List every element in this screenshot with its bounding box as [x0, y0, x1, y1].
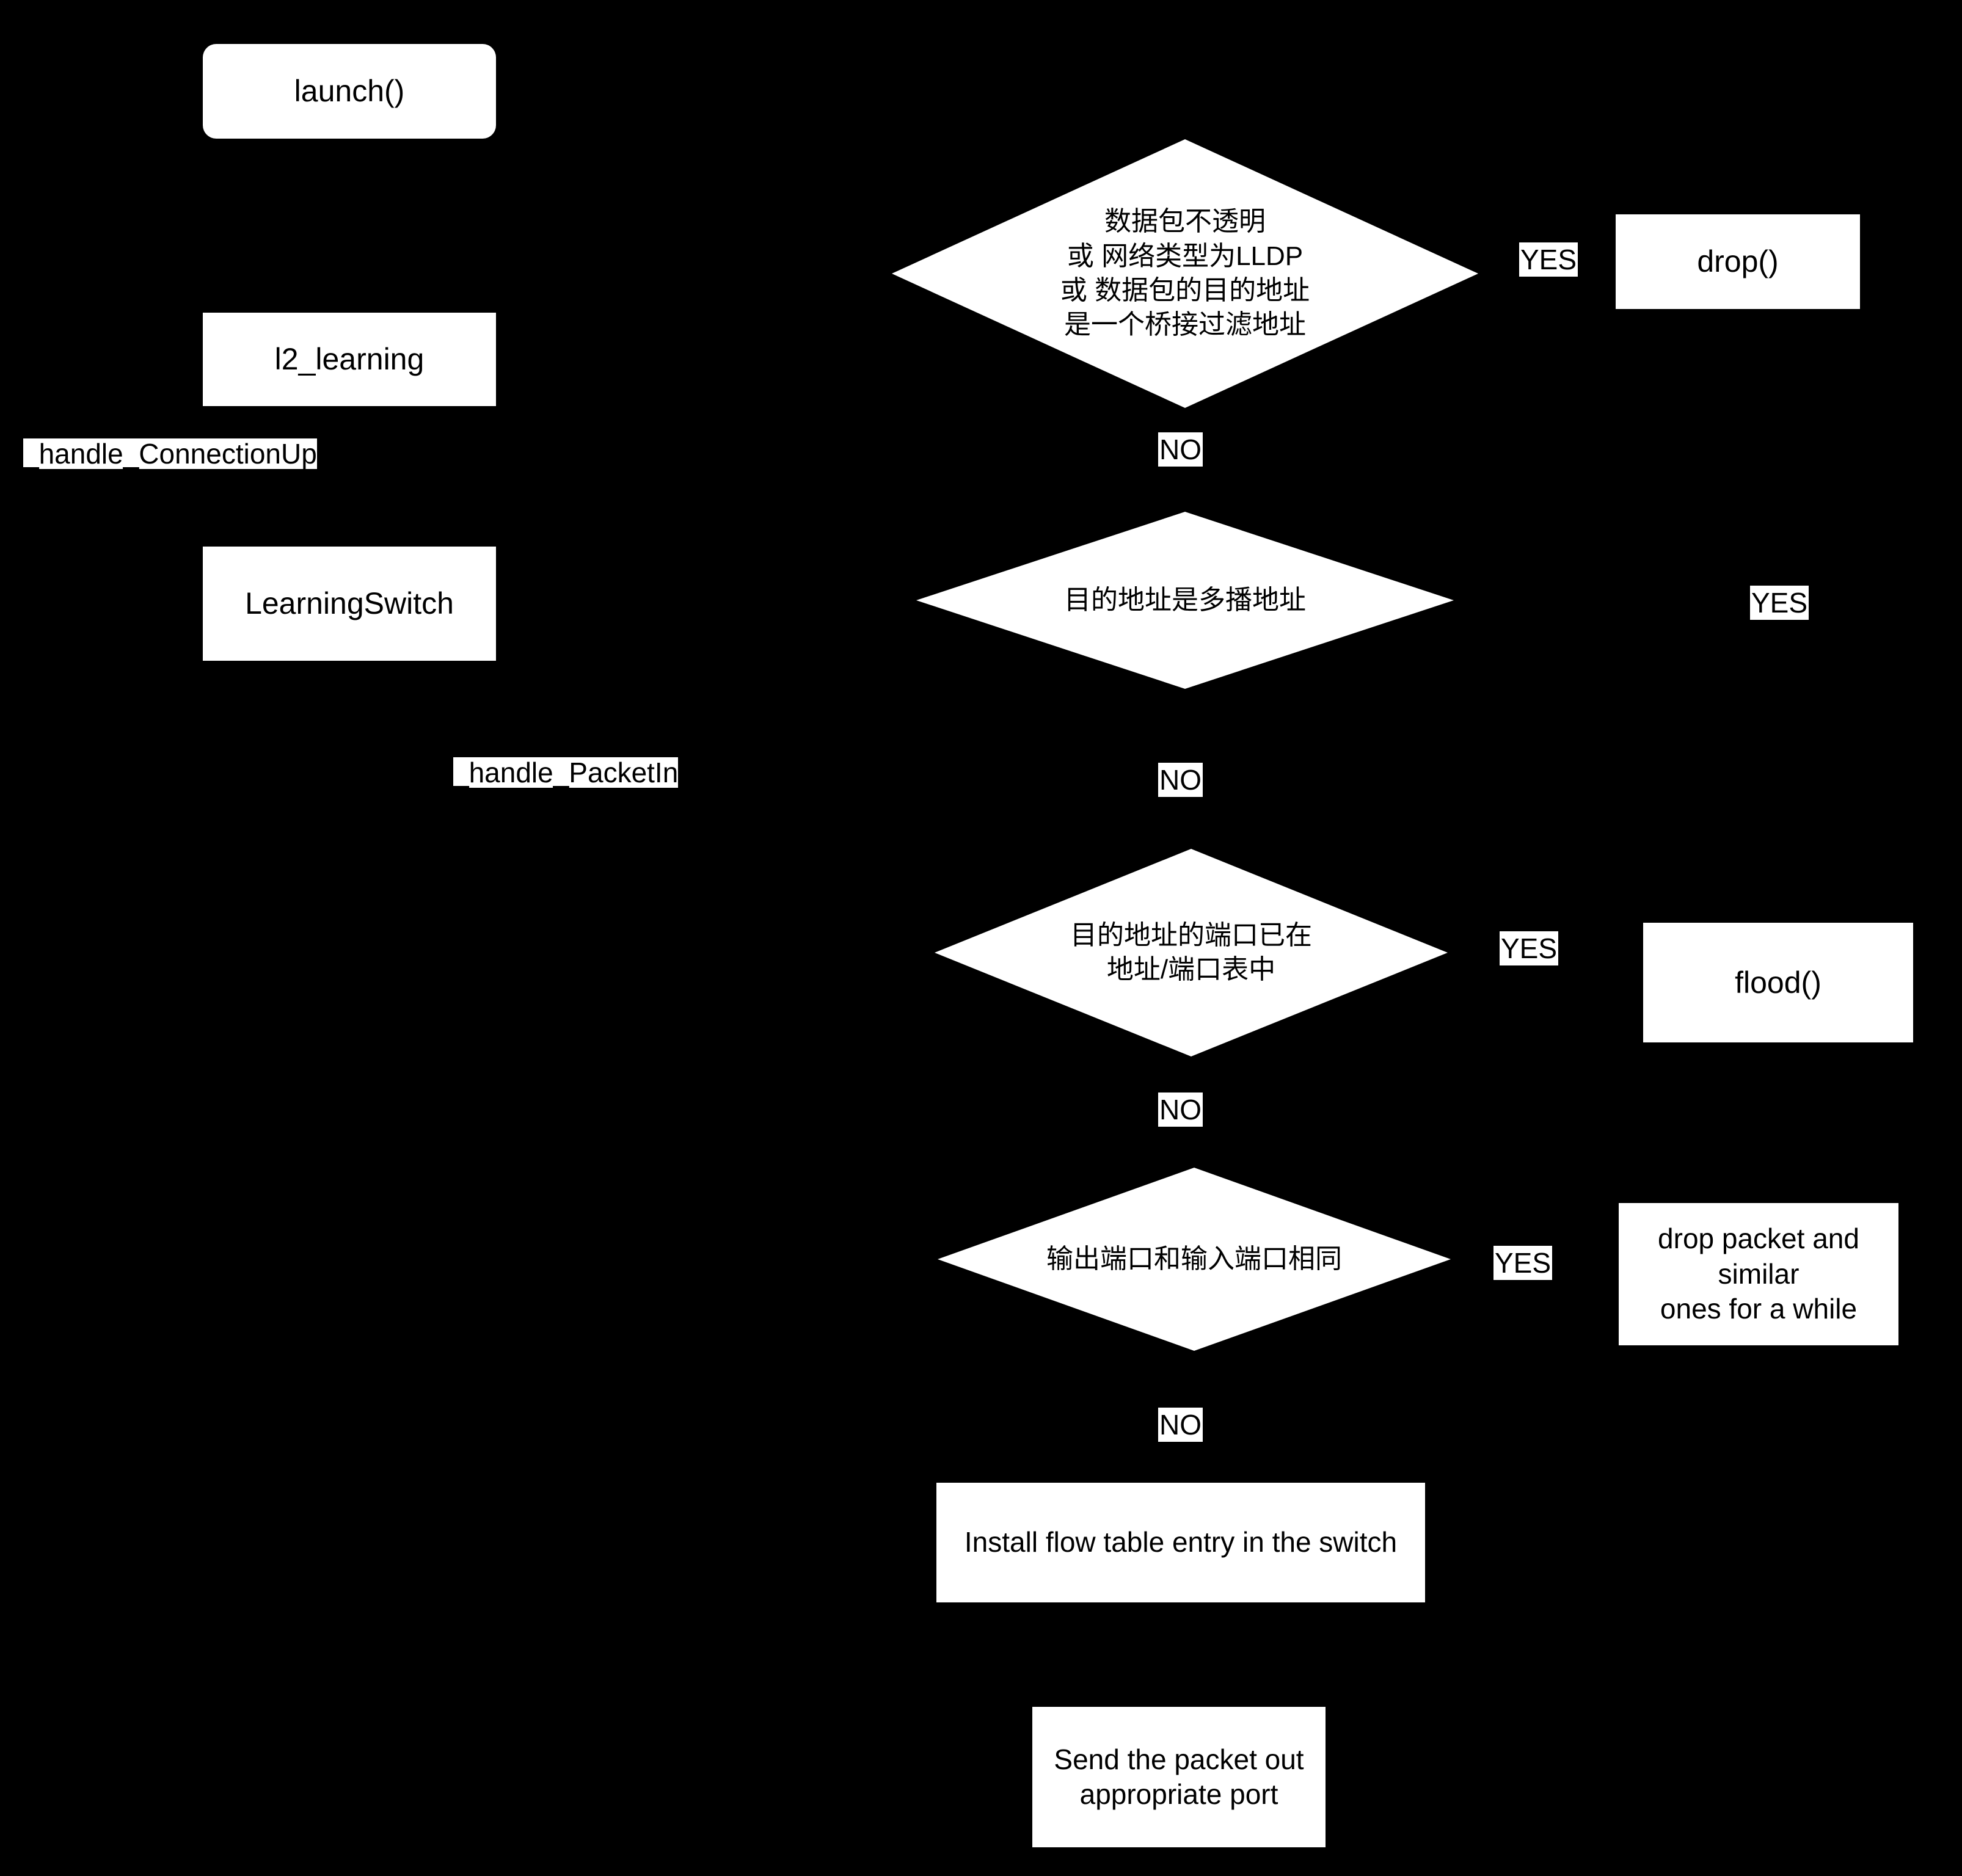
node-learning-switch[interactable]: LearningSwitch: [203, 547, 496, 661]
decision-opaque-or-lldp-or-bridge-filtered-label: 数据包不透明 或 网络类型为LLDP 或 数据包的目的地址 是一个桥接过滤地址: [1060, 206, 1310, 340]
node-flood[interactable]: flood(): [1643, 923, 1913, 1042]
node-send-packet[interactable]: Send the packet out appropriate port: [1032, 1707, 1326, 1847]
edge-label-yes-2-text: YES: [1751, 587, 1808, 619]
edge-label-no-4-text: NO: [1159, 1409, 1202, 1441]
edge-label-no-1-text: NO: [1159, 434, 1202, 465]
decision-dst-port-in-table[interactable]: 目的地址的端口已在 地址/端口表中: [935, 849, 1448, 1056]
node-l2-learning-label: l2_learning: [274, 342, 425, 377]
decision-out-port-equals-in-port[interactable]: 输出端口和输入端口相同: [938, 1168, 1451, 1351]
decision-dst-port-in-table-label: 目的地址的端口已在 地址/端口表中: [1070, 920, 1312, 984]
edge-label-yes-1-text: YES: [1520, 244, 1577, 275]
node-flood-label: flood(): [1735, 965, 1822, 1000]
label-handle-packet-in-text: _handle_PacketIn: [453, 757, 679, 788]
node-launch[interactable]: launch(): [203, 44, 496, 139]
node-l2-learning[interactable]: l2_learning: [203, 313, 496, 406]
edge-label-no-1: NO: [1158, 432, 1203, 467]
node-install-flow[interactable]: Install flow table entry in the switch: [936, 1483, 1425, 1602]
edge-label-yes-4-text: YES: [1495, 1247, 1552, 1279]
edge-label-yes-4: YES: [1493, 1246, 1553, 1280]
label-handle-connection-up-text: _handle_ConnectionUp: [23, 438, 317, 470]
edge-label-yes-3-text: YES: [1501, 933, 1558, 964]
edge-label-yes-3: YES: [1500, 931, 1559, 965]
edge-label-no-3: NO: [1158, 1093, 1203, 1127]
node-launch-label: launch(): [294, 74, 405, 109]
label-handle-packet-in: _handle_PacketIn: [453, 757, 679, 788]
edge-label-no-3-text: NO: [1159, 1094, 1202, 1125]
node-install-flow-label: Install flow table entry in the switch: [964, 1526, 1398, 1558]
edge-label-no-4: NO: [1158, 1408, 1203, 1442]
edge-label-yes-1: YES: [1519, 242, 1578, 277]
label-handle-connection-up: _handle_ConnectionUp: [23, 438, 317, 470]
node-send-packet-label: Send the packet out appropriate port: [1054, 1743, 1304, 1811]
node-drop-similar[interactable]: drop packet and similar ones for a while: [1619, 1203, 1898, 1345]
decision-opaque-or-lldp-or-bridge-filtered[interactable]: 数据包不透明 或 网络类型为LLDP 或 数据包的目的地址 是一个桥接过滤地址: [892, 139, 1478, 408]
decision-out-port-equals-in-port-label: 输出端口和输入端口相同: [1046, 1243, 1342, 1274]
node-drop-label: drop(): [1697, 244, 1779, 279]
node-drop[interactable]: drop(): [1616, 214, 1860, 309]
edge-label-no-2: NO: [1158, 763, 1203, 797]
node-learning-switch-label: LearningSwitch: [245, 586, 454, 621]
edge-label-no-2-text: NO: [1159, 764, 1202, 796]
decision-dst-is-multicast-label: 目的地址是多播地址: [1064, 584, 1306, 615]
edge-label-yes-2: YES: [1750, 586, 1809, 620]
decision-dst-is-multicast[interactable]: 目的地址是多播地址: [916, 512, 1454, 689]
node-drop-similar-label: drop packet and similar ones for a while: [1658, 1223, 1859, 1325]
